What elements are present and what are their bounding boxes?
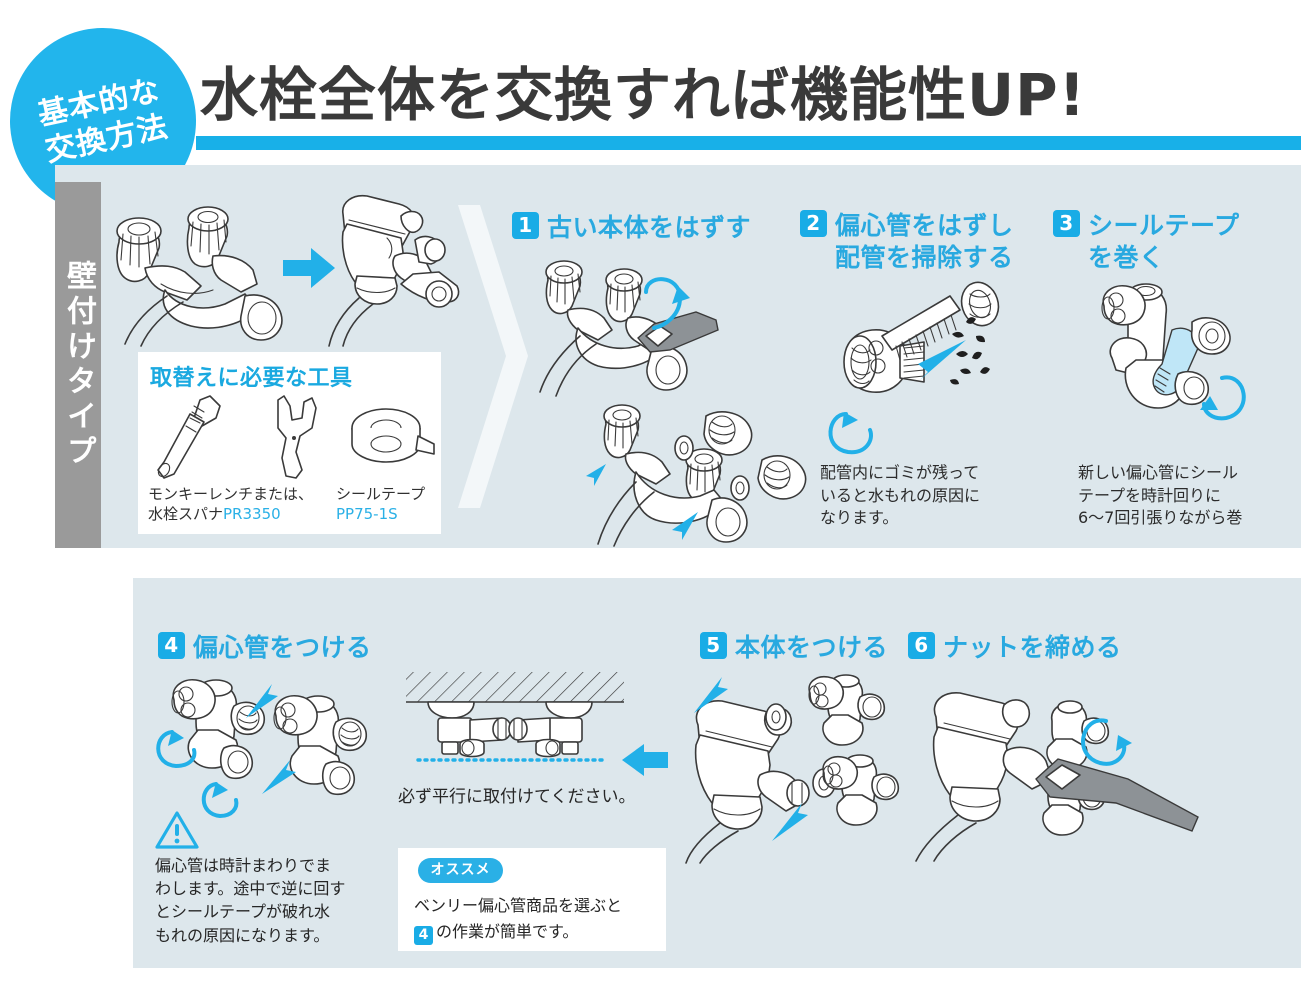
required-tools-box: 取替えに必要な工具 <box>138 352 441 534</box>
step-1-illustration <box>520 252 810 547</box>
recommendation-line-2-text: の作業が簡単です。 <box>436 922 579 941</box>
step-4-label: 偏心管をつける <box>193 633 372 662</box>
step-2-illustration <box>800 262 1050 462</box>
recommendation-step-ref: 4 <box>414 926 433 945</box>
new-single-lever-faucet-icon <box>328 194 460 347</box>
sidebar-label-wall-type: 壁付けタイプ <box>55 182 101 548</box>
intro-illustration <box>105 168 460 348</box>
step-3-illustration <box>1086 262 1301 452</box>
step-3-caption: 新しい偏心管にシール テープを時計回りに 6〜7回引張りながら巻 <box>1078 463 1243 528</box>
tool-caption-tape: シールテープ PP75-1S <box>336 485 446 525</box>
step-2-label: 偏心管をはずし 配管を掃除する <box>835 211 1014 272</box>
step-6-heading: 6 ナットを締める <box>908 600 1122 664</box>
monkey-wrench-icon <box>157 395 221 479</box>
rotation-arrow-icon <box>1200 375 1246 421</box>
rotation-arrow-icon <box>644 277 690 330</box>
tool-caption-tape-line1: シールテープ <box>336 485 426 503</box>
step-1-heading: 1 古い本体をはずす <box>512 180 751 244</box>
step-5-label: 本体をつける <box>735 633 889 662</box>
warning-note: 偏心管は時計まわりでま わします。途中で逆に回す とシールテープが破れ水 もれの… <box>155 810 385 950</box>
debris-icon <box>950 317 990 385</box>
step-3-heading: 3 シールテープ を巻く <box>1053 178 1240 274</box>
parallel-mount-illustration <box>400 668 670 778</box>
rotation-arrow-icon <box>1081 718 1132 766</box>
transition-arrow-icon <box>283 248 335 288</box>
tool-code-wrench: PR3350 <box>223 504 281 523</box>
step-6-illustration <box>900 655 1200 865</box>
header: 水栓全体を交換すれば機能性UP! 基本的な 交換方法 <box>0 0 1301 232</box>
recommendation-line-1: ベンリー偏心管商品を選ぶと <box>414 896 623 915</box>
tool-caption-wrench-line2: 水栓スパナ <box>148 504 224 523</box>
step-6-label: ナットを締める <box>943 633 1122 662</box>
step-5-heading: 5 本体をつける <box>700 600 888 664</box>
step-2-caption: 配管内にゴミが残って いると水もれの原因に なります。 <box>820 463 981 528</box>
step-4-heading: 4 偏心管をつける <box>158 600 372 664</box>
tool-illustrations <box>146 392 436 484</box>
page-title: 水栓全体を交換すれば機能性UP! <box>200 61 1087 129</box>
faucet-spanner-icon <box>277 395 317 479</box>
step-4-illustration <box>150 672 390 822</box>
tool-caption-wrench: モンキーレンチまたは、 水栓スパナPR3350 <box>148 485 328 525</box>
required-tools-title: 取替えに必要な工具 <box>150 366 353 391</box>
tool-caption-wrench-line1: モンキーレンチまたは、 <box>148 485 314 503</box>
step-3-label: シールテープ を巻く <box>1088 211 1240 272</box>
parallel-mount-caption: 必ず平行に取付けてください。 <box>398 787 636 807</box>
step-3-number: 3 <box>1053 210 1080 237</box>
tool-code-tape: PP75-1S <box>336 504 398 523</box>
step-4-number: 4 <box>158 632 185 659</box>
step-2-number: 2 <box>800 210 827 237</box>
old-two-handle-faucet-icon <box>116 206 283 347</box>
recommendation-badge: オススメ <box>418 858 503 883</box>
step-6-number: 6 <box>908 632 935 659</box>
step-1-number: 1 <box>512 212 539 239</box>
warning-text: 偏心管は時計まわりでま わします。途中で逆に回す とシールテープが破れ水 もれの… <box>155 856 346 945</box>
title-underline-bar <box>196 136 1301 150</box>
rotation-arrow-icon <box>828 412 873 455</box>
step-2-heading: 2 偏心管をはずし 配管を掃除する <box>800 178 1014 274</box>
step-1-label: 古い本体をはずす <box>547 213 752 242</box>
cleaning-brush-icon <box>881 295 961 361</box>
warning-triangle-icon <box>155 810 199 854</box>
step-5-illustration <box>680 655 910 865</box>
seal-tape-roll-icon <box>351 408 435 463</box>
step-5-number: 5 <box>700 632 727 659</box>
